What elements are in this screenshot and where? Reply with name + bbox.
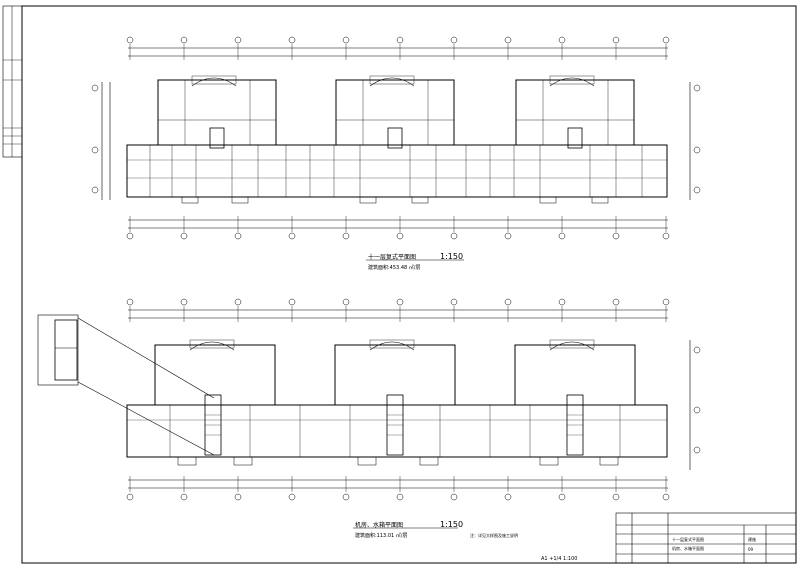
title-block	[615, 512, 797, 564]
title-block-name-2: 机房、水箱平面图	[672, 546, 704, 551]
drawing-note: 注：详见大样图及施工说明	[470, 533, 518, 538]
plan-bottom	[126, 309, 691, 489]
plan-top	[101, 47, 691, 229]
sheet-footer: A1 +1/4 1:100	[541, 556, 578, 562]
plan-bottom-area: 建筑面积:113.01 ㎡/层	[355, 533, 408, 539]
plan-top-scale: 1:150	[440, 252, 464, 261]
axis-bubbles-top	[91, 36, 701, 240]
axis-bubbles-bottom	[126, 298, 701, 501]
detail-inset	[37, 314, 215, 456]
sheet-border	[21, 5, 797, 564]
title-block-no: 09	[748, 547, 754, 552]
binding-strip	[2, 5, 23, 158]
title-block-no-label: 建施	[748, 537, 756, 542]
plan-bottom-title: 机房、水箱平面图	[355, 522, 404, 529]
plan-top-area: 建筑面积:453.48 ㎡/层	[368, 265, 421, 271]
plan-top-title: 十一层复式平面图	[368, 254, 417, 261]
title-block-name-1: 十一层复式平面图	[672, 537, 704, 542]
plan-bottom-scale: 1:150	[440, 520, 464, 529]
